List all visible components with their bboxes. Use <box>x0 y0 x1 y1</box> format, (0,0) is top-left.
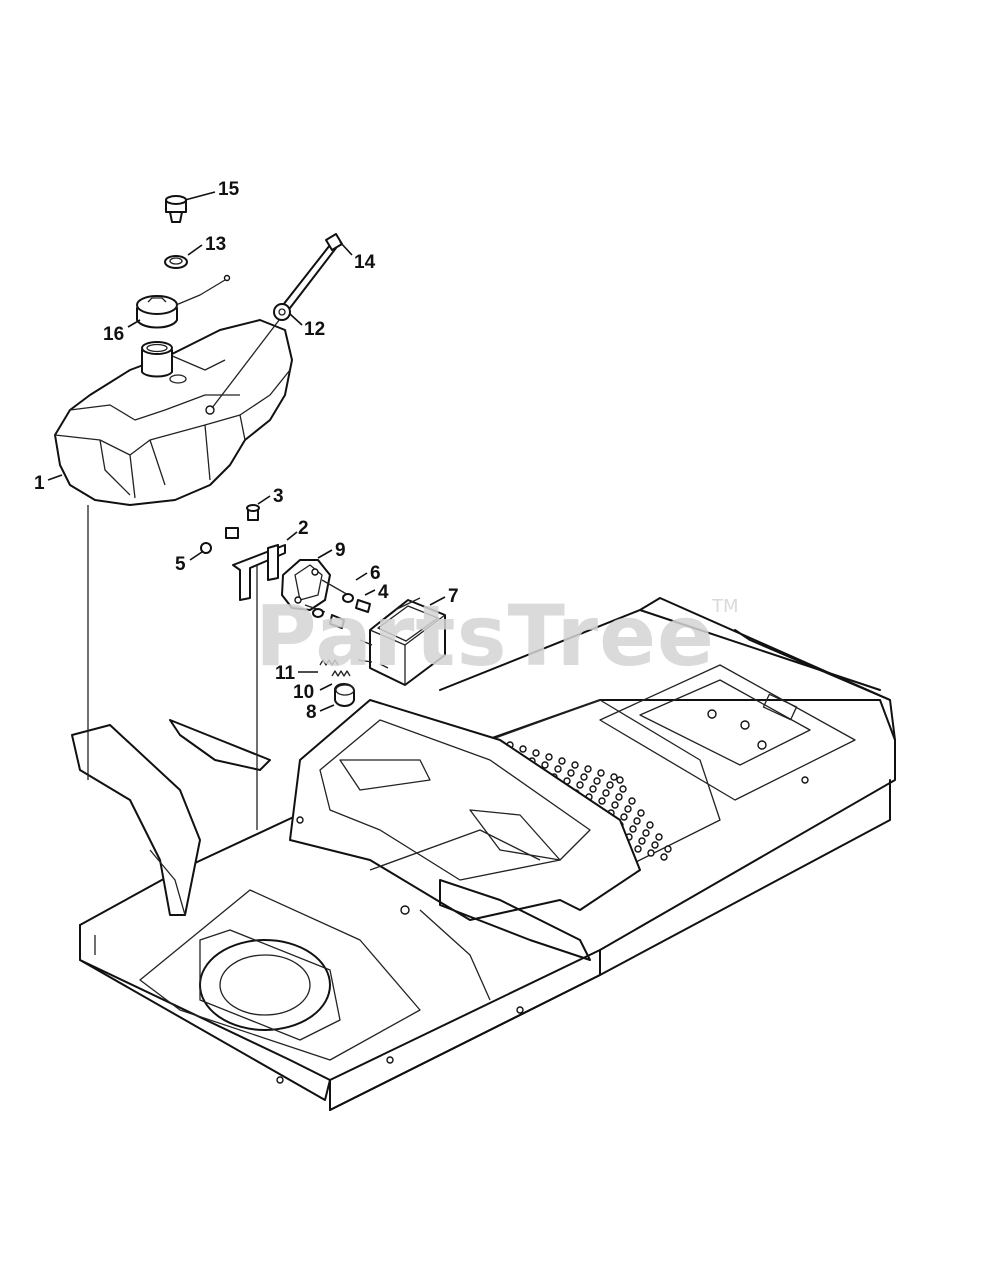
callout-5[interactable]: 5 <box>175 554 186 575</box>
screw-lower <box>312 608 345 629</box>
callout-15[interactable]: 15 <box>218 179 240 200</box>
grate-hole <box>571 761 579 769</box>
callout-6[interactable]: 6 <box>370 563 381 584</box>
solenoid-bracket <box>281 559 351 613</box>
grate-hole <box>638 837 646 845</box>
callout-3[interactable]: 3 <box>273 486 284 507</box>
grate-hole <box>655 833 663 841</box>
callout-9[interactable]: 9 <box>335 540 346 561</box>
bolt-3 <box>246 504 260 521</box>
callout-4[interactable]: 4 <box>378 582 389 603</box>
screw-4 <box>355 599 371 613</box>
grate-hole <box>576 781 584 789</box>
grate-hole <box>554 765 562 773</box>
grate-hole <box>593 777 601 785</box>
bushing <box>273 303 291 321</box>
callout-12[interactable]: 12 <box>304 319 325 340</box>
grate-hole <box>619 785 627 793</box>
callout-16[interactable]: 16 <box>103 324 124 345</box>
callout-14[interactable]: 14 <box>354 252 376 273</box>
callout-13[interactable]: 13 <box>205 234 226 255</box>
grate-hole <box>602 789 610 797</box>
callout-1[interactable]: 1 <box>34 473 45 494</box>
fuel-cap <box>136 274 231 329</box>
grommet <box>164 255 188 269</box>
callout-7[interactable]: 7 <box>448 586 459 607</box>
callout-10[interactable]: 10 <box>293 682 314 703</box>
grate-hole <box>615 793 623 801</box>
spring-11 <box>319 659 339 666</box>
grate-hole <box>611 801 619 809</box>
mounting-bracket <box>232 544 286 601</box>
watermark-text: PartsTree <box>255 587 715 685</box>
callout-labels: 15 13 14 12 16 1 3 2 5 9 6 4 7 11 10 8 <box>34 179 459 723</box>
grate-hole <box>545 753 553 761</box>
grate-hole <box>646 821 654 829</box>
vent-fitting <box>165 195 187 223</box>
mower-frame <box>71 597 896 1111</box>
nut-5 <box>200 542 212 554</box>
solenoid <box>357 597 446 686</box>
grate-hole <box>637 809 645 817</box>
grate-hole <box>532 749 540 757</box>
washer-6 <box>342 593 354 603</box>
grate-hole <box>628 797 636 805</box>
grate-hole <box>647 849 655 857</box>
grate-hole <box>584 765 592 773</box>
callout-11[interactable]: 11 <box>275 663 296 684</box>
grate-hole <box>660 853 668 861</box>
fuel-line <box>211 233 343 409</box>
leader-lines <box>47 191 446 712</box>
grate-hole <box>598 797 606 805</box>
grate-hole <box>580 773 588 781</box>
grate-hole <box>606 781 614 789</box>
spring-10 <box>331 670 351 677</box>
callout-8[interactable]: 8 <box>306 702 317 723</box>
grate-hole <box>597 769 605 777</box>
grate-hole <box>629 825 637 833</box>
grate-hole <box>633 817 641 825</box>
grate-hole <box>624 805 632 813</box>
callout-2[interactable]: 2 <box>298 518 309 539</box>
grate-hole <box>620 813 628 821</box>
grate-hole <box>558 757 566 765</box>
grate-hole <box>610 773 618 781</box>
grate-hole <box>541 761 549 769</box>
fuel-tank <box>54 319 293 506</box>
grate-hole <box>519 745 527 753</box>
watermark-trademark: TM <box>711 596 739 617</box>
grate-hole <box>664 845 672 853</box>
nut-2 <box>225 527 239 539</box>
grate-hole <box>634 845 642 853</box>
grate-hole <box>651 841 659 849</box>
grate-hole <box>642 829 650 837</box>
grate-hole <box>589 785 597 793</box>
terminal-boot <box>334 683 355 707</box>
grate-hole <box>567 769 575 777</box>
partstree-watermark: PartsTree TM <box>255 587 739 685</box>
